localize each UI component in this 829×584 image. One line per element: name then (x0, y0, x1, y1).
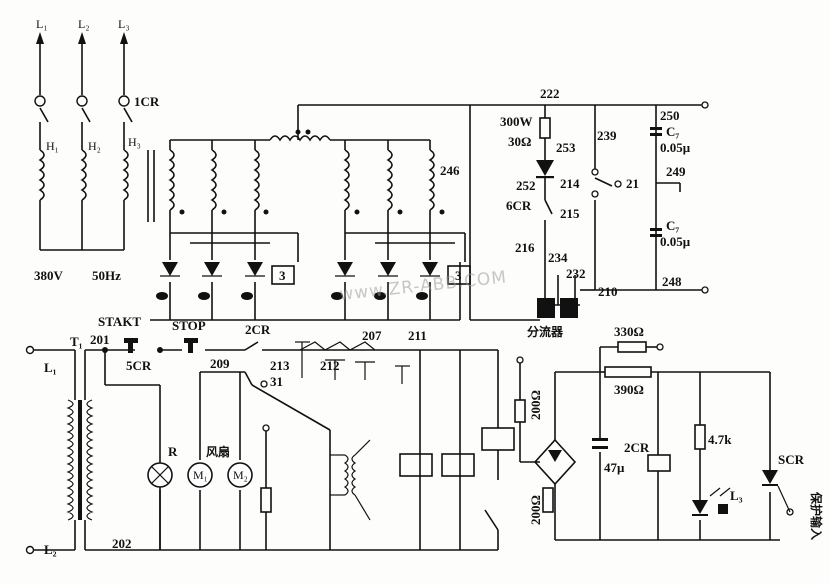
label-330ohm: 330Ω (614, 324, 644, 339)
label-31: 31 (270, 374, 283, 389)
label-2cr-mid: 2CR (624, 440, 650, 455)
label-380v: 380V (34, 268, 64, 283)
gate-unit-b: 3 (455, 268, 462, 283)
label-200ohm-a: 200Ω (528, 390, 543, 420)
label-252: 252 (516, 178, 536, 193)
label-207: 207 (362, 328, 382, 343)
label-390ohm: 390Ω (614, 382, 644, 397)
label-202: 202 (112, 536, 132, 551)
label-248: 248 (662, 274, 682, 289)
label-scr: SCR (778, 452, 805, 467)
label-stop: STOP (172, 318, 206, 333)
scr-rectifier-bank: 3 3 246 (150, 104, 540, 321)
label-232: 232 (566, 266, 586, 281)
label-246: 246 (440, 163, 460, 178)
label-214: 214 (560, 176, 580, 191)
label-253: 253 (556, 140, 576, 155)
protection-circuit: 330Ω 390Ω 200Ω 200Ω 47μ 2CR 4.7k L₃ SCR … (514, 324, 824, 541)
label-210: 210 (598, 284, 618, 299)
label-l3-top: L₃ (118, 17, 130, 31)
label-stakt: STAKT (98, 314, 141, 329)
label-50hz: 50Hz (92, 268, 121, 283)
label-l2-bot: L₂ (44, 542, 57, 557)
label-4-7k: 4.7k (708, 432, 732, 447)
dc-output-section: 222 300W 30Ω 253 239 252 214 21 6CR 215 … (470, 86, 709, 339)
label-c7b: C₇ (666, 218, 679, 233)
label-l1-bot: L₁ (44, 360, 57, 375)
label-209: 209 (210, 356, 230, 371)
label-1cr: 1CR (134, 94, 160, 109)
label-cap-b: 0.05μ (660, 234, 691, 249)
label-47u: 47μ (604, 460, 625, 475)
label-shunt: 分流器 (527, 324, 564, 339)
label-5cr: 5CR (126, 358, 152, 373)
label-cap-a: 0.05μ (660, 140, 691, 155)
label-c7a: C₇ (666, 124, 679, 139)
label-30ohm: 30Ω (508, 134, 531, 149)
label-l1-top: L₁ (36, 17, 48, 31)
label-201: 201 (90, 332, 110, 347)
label-222: 222 (540, 86, 560, 101)
label-21: 21 (626, 176, 639, 191)
label-300w: 300W (500, 114, 533, 129)
label-fan: 风扇 (206, 444, 230, 459)
label-h1: H₁ (46, 139, 59, 153)
label-211: 211 (408, 328, 427, 343)
label-m2: M₂ (233, 468, 248, 482)
label-215: 215 (560, 206, 580, 221)
label-l3: L₃ (730, 488, 743, 503)
label-t1: T₁ (70, 334, 83, 349)
label-234: 234 (548, 250, 568, 265)
label-249: 249 (666, 164, 686, 179)
label-r-lamp: R (168, 444, 178, 459)
label-239: 239 (597, 128, 617, 143)
label-6cr: 6CR (506, 198, 532, 213)
control-circuit: L₁ T₁ 201 STAKT STOP 2CR 5CR 209 213 212… (25, 314, 515, 557)
label-h2: H₂ (88, 139, 101, 153)
label-200ohm-b: 200Ω (528, 495, 543, 525)
three-phase-input: L₁ L₂ L₃ 1CR H₁ H₂ H₃ 380V 50Hz (34, 17, 160, 283)
label-250: 250 (660, 108, 680, 123)
label-h3: H₃ (128, 135, 141, 149)
label-212: 212 (320, 358, 340, 373)
label-2cr-top: 2CR (245, 322, 271, 337)
label-l2-top: L₂ (78, 17, 90, 31)
gate-unit-a: 3 (279, 268, 286, 283)
label-216: 216 (515, 240, 535, 255)
label-213: 213 (270, 358, 290, 373)
label-m1: M₁ (193, 468, 208, 482)
label-protect-input: 保护输入 (809, 491, 824, 540)
